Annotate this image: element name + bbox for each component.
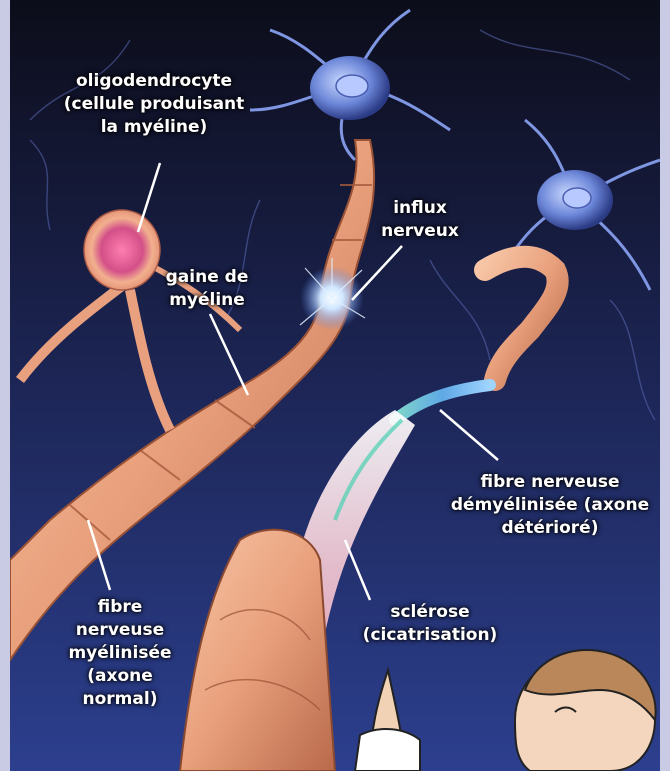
label-influx-nerveux: influx nerveux xyxy=(375,197,465,243)
label-myelinated-fiber: fibre nerveuse myélinisée (axone normal) xyxy=(65,596,175,711)
label-oligodendrocyte: oligodendrocyte (cellule produisant la m… xyxy=(44,70,264,139)
label-sclerose: sclérose (cicatrisation) xyxy=(355,601,505,647)
label-demyelinated-fiber: fibre nerveuse démyélinisée (axone détér… xyxy=(440,471,660,540)
label-gaine-de-myeline: gaine de myéline xyxy=(152,266,262,312)
illustration-frame: oligodendrocyte (cellule produisant la m… xyxy=(10,0,660,771)
